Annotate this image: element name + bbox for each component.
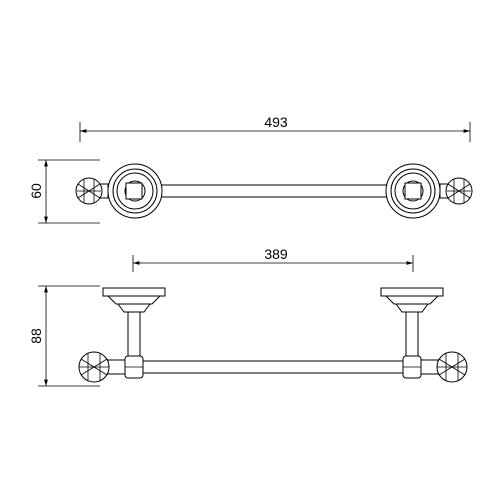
dimension-overall-width: 493 xyxy=(79,114,471,142)
dimension-top-depth: 60 xyxy=(28,159,100,224)
overall-width-label: 493 xyxy=(264,114,288,130)
front-view-towel-bar xyxy=(78,287,468,383)
top-depth-label: 60 xyxy=(28,183,44,199)
front-height-label: 88 xyxy=(28,328,44,344)
top-view-towel-bar xyxy=(75,163,473,219)
dimension-projection-width: 389 xyxy=(132,246,414,272)
projection-width-label: 389 xyxy=(264,246,288,262)
dimension-front-height: 88 xyxy=(28,285,100,387)
